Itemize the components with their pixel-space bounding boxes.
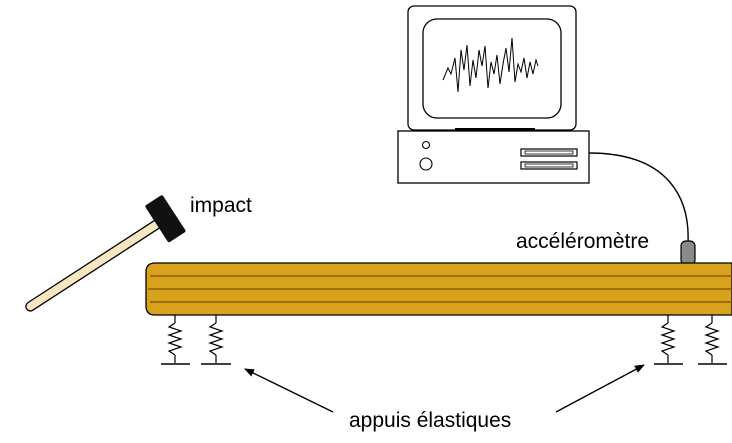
arrow-right-supports bbox=[555, 364, 645, 413]
accelerometer-label: accéléromètre bbox=[516, 230, 649, 253]
hammer-head bbox=[145, 195, 186, 243]
spring-icon bbox=[161, 315, 190, 365]
hammer-icon bbox=[25, 195, 186, 312]
hammer-handle bbox=[25, 219, 163, 312]
spring-icon bbox=[201, 315, 231, 365]
supports-label: appuis élastiques bbox=[349, 409, 511, 432]
monitor bbox=[407, 5, 577, 132]
sensor-cable bbox=[588, 152, 689, 244]
computer-case bbox=[397, 130, 590, 184]
computer-icon bbox=[397, 5, 590, 184]
power-button bbox=[419, 157, 433, 171]
wooden-beam bbox=[145, 262, 732, 316]
arrow-left-supports bbox=[244, 368, 334, 413]
power-led bbox=[421, 140, 431, 150]
signal-waveform bbox=[442, 37, 539, 93]
spring-icon bbox=[654, 315, 683, 365]
impact-label: impact bbox=[190, 194, 252, 217]
spring-icon bbox=[698, 315, 727, 365]
accelerometer-sensor bbox=[680, 240, 696, 266]
